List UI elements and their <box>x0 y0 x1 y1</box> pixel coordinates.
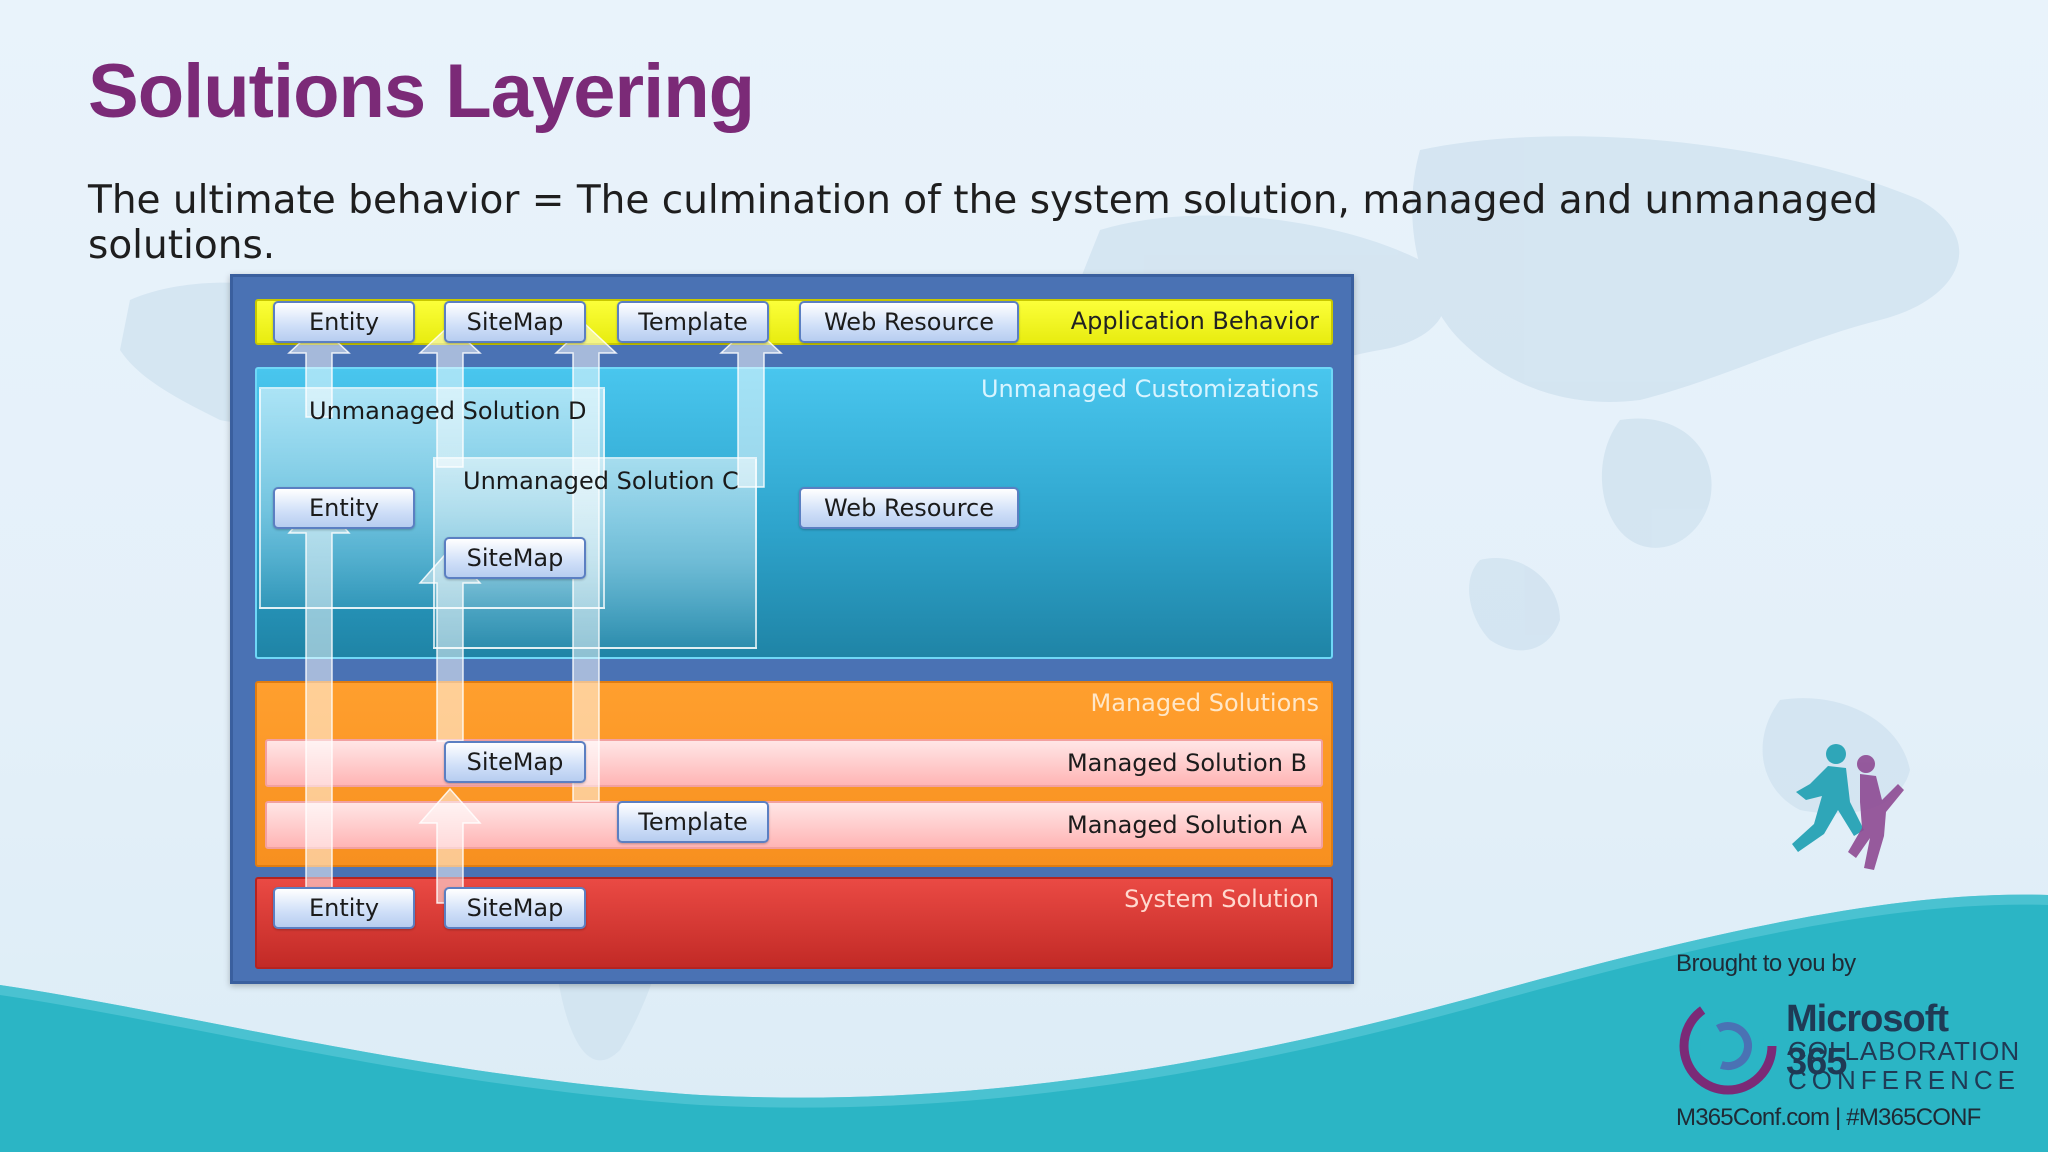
system-solution-layer: System Solution <box>255 877 1333 969</box>
slide-subtitle: The ultimate behavior = The culmination … <box>88 178 1878 268</box>
brand-line-collaboration: COLLABORATION <box>1788 1036 2021 1066</box>
managed-b-sitemap-box: SiteMap <box>444 741 586 783</box>
system-solution-label: System Solution <box>1124 885 1319 913</box>
brought-to-you-by: Brought to you by <box>1676 950 1856 977</box>
system-entity-box: Entity <box>273 887 415 929</box>
application-behavior-layer: Application Behavior <box>255 299 1333 345</box>
m365-conference-logo-icon <box>1679 997 1777 1095</box>
runners-illustration <box>1792 744 1904 870</box>
system-sitemap-box: SiteMap <box>444 887 586 929</box>
unmanaged-c-sitemap-box: SiteMap <box>444 537 586 579</box>
application-behavior-label: Application Behavior <box>1070 307 1319 335</box>
managed-a-template-box: Template <box>617 801 769 843</box>
conference-branding: Brought to you by Microsoft 365 COLLABOR… <box>1676 944 2019 1144</box>
app-entity-box: Entity <box>273 301 415 343</box>
managed-solution-a-label: Managed Solution A <box>1066 811 1307 839</box>
unmanaged-d-entity-box: Entity <box>273 487 415 529</box>
flow-arrows <box>287 323 783 906</box>
managed-solution-b-strip: Managed Solution B <box>265 739 1323 787</box>
unmanaged-solution-c-label: Unmanaged Solution C <box>463 467 739 495</box>
managed-solution-b-label: Managed Solution B <box>1066 749 1307 777</box>
app-template-box: Template <box>617 301 769 343</box>
app-web-resource-box: Web Resource <box>799 301 1019 343</box>
managed-solutions-label: Managed Solutions <box>1090 689 1319 717</box>
slide-title: Solutions Layering <box>88 49 755 134</box>
brand-line-microsoft-365: Microsoft 365 <box>1786 998 1949 1083</box>
solutions-layering-diagram: Application Behavior Unmanaged Customiza… <box>230 274 1354 984</box>
brand-line-conference: CONFERENCE <box>1788 1065 2021 1095</box>
unmanaged-customizations-label: Unmanaged Customizations <box>980 375 1319 403</box>
conference-url: M365Conf.com | #M365CONF <box>1676 1104 1981 1131</box>
unmanaged-solution-d-label: Unmanaged Solution D <box>309 397 587 425</box>
app-sitemap-box: SiteMap <box>444 301 586 343</box>
arrow-sitemap-system <box>418 787 482 904</box>
unmanaged-web-resource-box: Web Resource <box>799 487 1019 529</box>
